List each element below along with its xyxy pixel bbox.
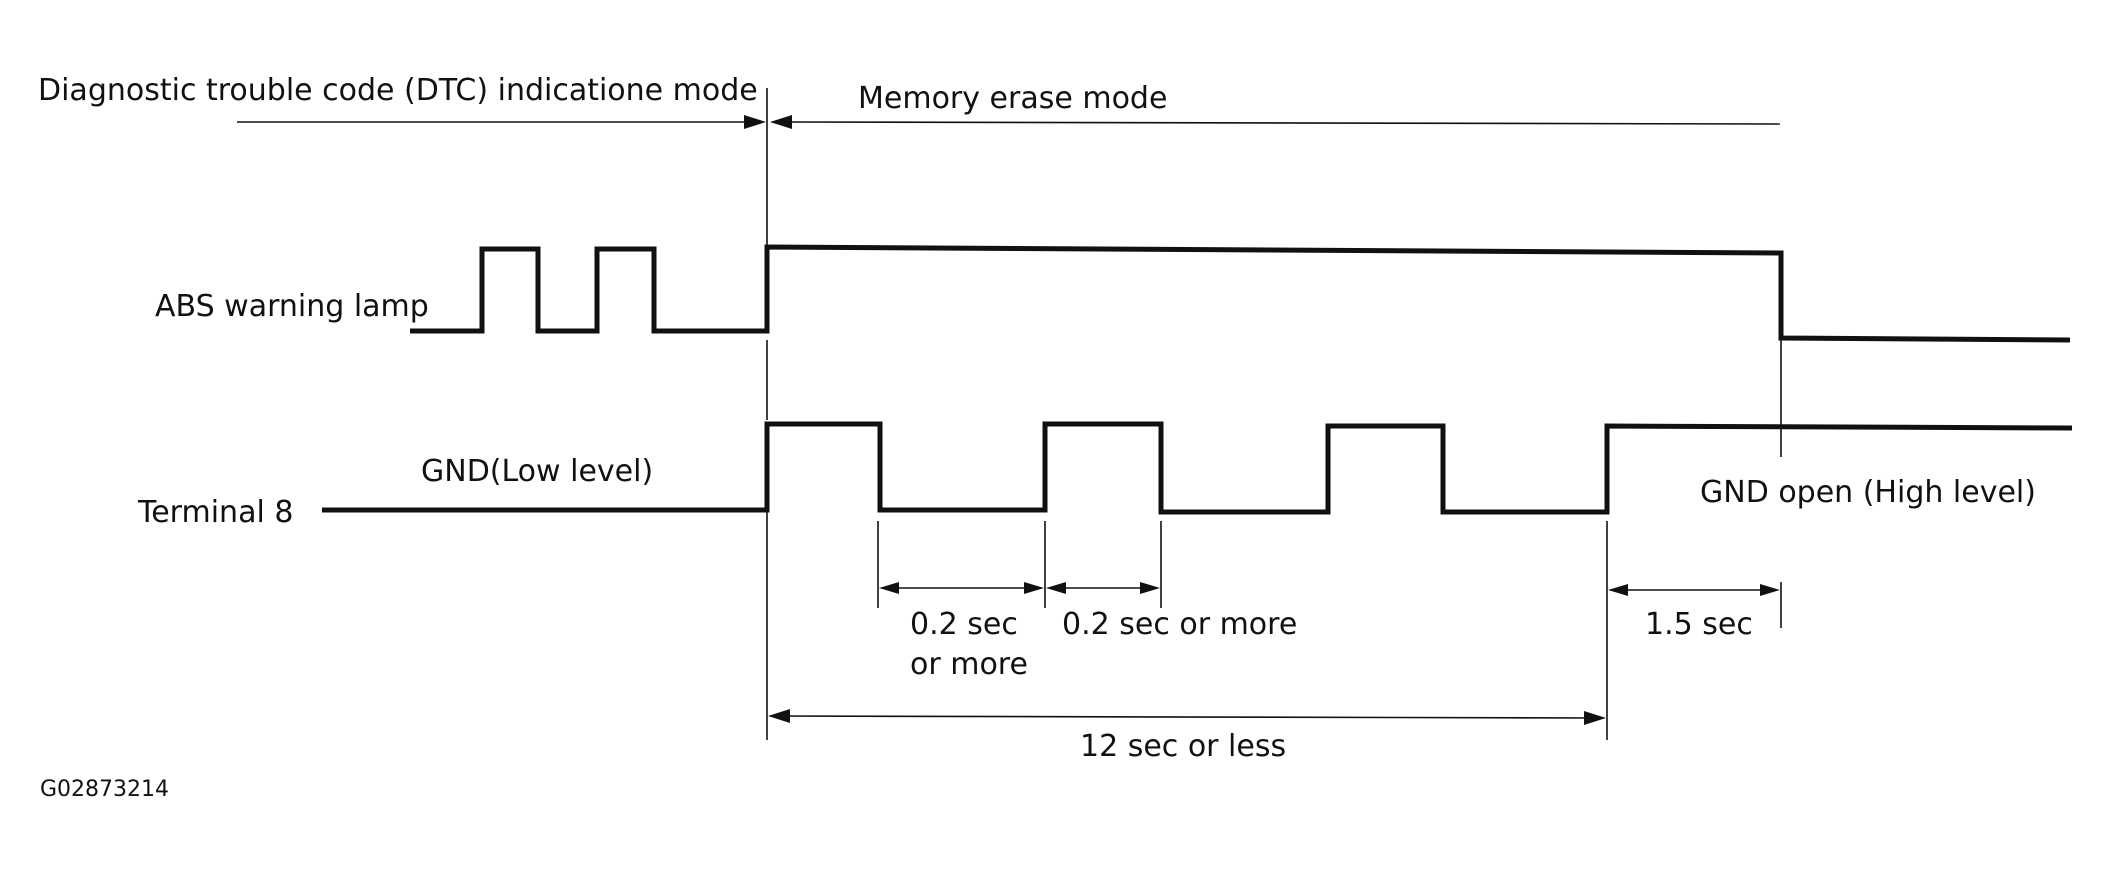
total-duration-dimension <box>768 709 1606 725</box>
terminal-8-label: Terminal 8 <box>137 495 293 530</box>
high-pulse-duration-label: 0.2 sec or more <box>1062 607 1297 642</box>
figure-id: G02873214 <box>40 777 169 802</box>
memory-erase-mode-arrow <box>770 115 1781 129</box>
low-pulse-duration-line1: 0.2 sec <box>910 607 1018 642</box>
abs-warning-lamp-label: ABS warning lamp <box>155 289 429 324</box>
release-duration-label: 1.5 sec <box>1645 607 1753 642</box>
low-pulse-duration-line2: or more <box>910 647 1028 682</box>
release-dimension <box>1608 584 1780 596</box>
gnd-open-high-level-label: GND open (High level) <box>1700 475 2036 510</box>
memory-erase-mode-label: Memory erase mode <box>858 81 1167 116</box>
dtc-mode-arrow <box>237 115 766 129</box>
gnd-low-level-label: GND(Low level) <box>421 454 653 489</box>
low-pulse-dimension <box>879 582 1044 594</box>
abs-warning-lamp-waveform <box>410 244 2071 343</box>
total-duration-label: 12 sec or less <box>1080 729 1286 764</box>
high-pulse-dimension <box>1046 582 1160 594</box>
dtc-mode-label: Diagnostic trouble code (DTC) indication… <box>38 73 758 108</box>
terminal-8-waveform <box>322 421 2073 515</box>
